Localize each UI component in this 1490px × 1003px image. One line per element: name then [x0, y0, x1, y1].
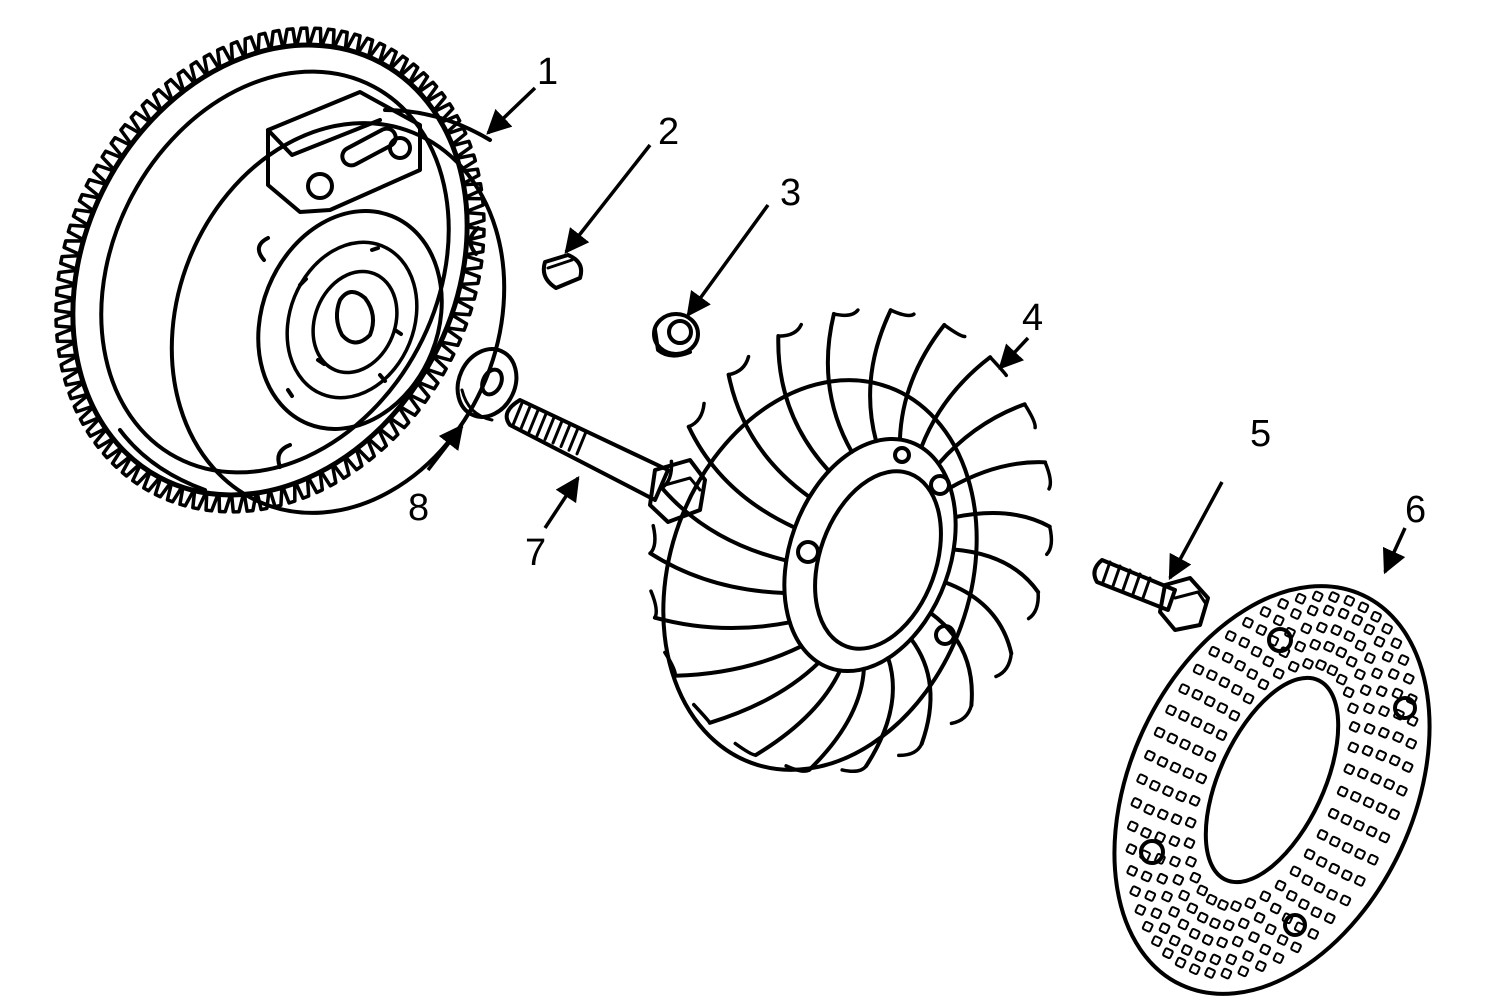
screen-mount-holes	[1139, 627, 1417, 937]
callout-6: 6	[1405, 489, 1426, 531]
flywheel-front-face	[169, 121, 507, 515]
nut-part	[652, 312, 700, 358]
fan-mount-holes	[796, 446, 956, 646]
leader-8	[426, 424, 464, 472]
flywheel-keyway-bore	[335, 290, 376, 345]
leader-7	[543, 475, 580, 529]
fan-outer-ring	[661, 378, 979, 772]
fan-hub-plate	[782, 436, 958, 674]
flywheel-face-marks	[256, 226, 480, 469]
key-part	[541, 253, 584, 290]
flywheel-hub-middle	[285, 240, 419, 400]
callout-8: 8	[408, 487, 429, 529]
flywheel-part	[54, 26, 507, 515]
flywheel-back-rim	[99, 69, 451, 475]
fan-center-bore	[813, 469, 943, 651]
washer-part	[455, 347, 519, 422]
screen-part	[1112, 584, 1432, 996]
callout-labels: 1 2 3 4 5 6 7 8	[408, 51, 1426, 574]
flywheel-ring-gear-teeth	[54, 26, 486, 514]
callout-leaders	[426, 86, 1407, 581]
screen-mesh	[1125, 590, 1419, 980]
bolt-part	[504, 398, 707, 524]
leader-6	[1382, 527, 1407, 575]
flywheel-ring-gear	[70, 42, 470, 498]
callout-2: 2	[658, 111, 679, 153]
leader-2	[564, 143, 652, 254]
flywheel-slot	[340, 126, 398, 168]
leader-3	[686, 203, 770, 317]
flywheel-hub-inner	[311, 269, 399, 375]
callout-7: 7	[525, 532, 546, 574]
callout-4: 4	[1022, 297, 1043, 339]
callout-3: 3	[780, 172, 801, 214]
screw-part	[1092, 558, 1210, 632]
flywheel-hub-outer	[256, 209, 444, 431]
fan-part	[648, 308, 1054, 774]
leader-1	[486, 86, 537, 135]
callout-1: 1	[537, 51, 558, 93]
leader-5	[1168, 481, 1224, 581]
flywheel-magnet-bracket	[266, 90, 422, 214]
callout-5: 5	[1250, 413, 1271, 455]
bolt-threads	[511, 401, 588, 456]
leader-4	[998, 336, 1030, 370]
flywheel-hub-holes	[286, 246, 403, 398]
